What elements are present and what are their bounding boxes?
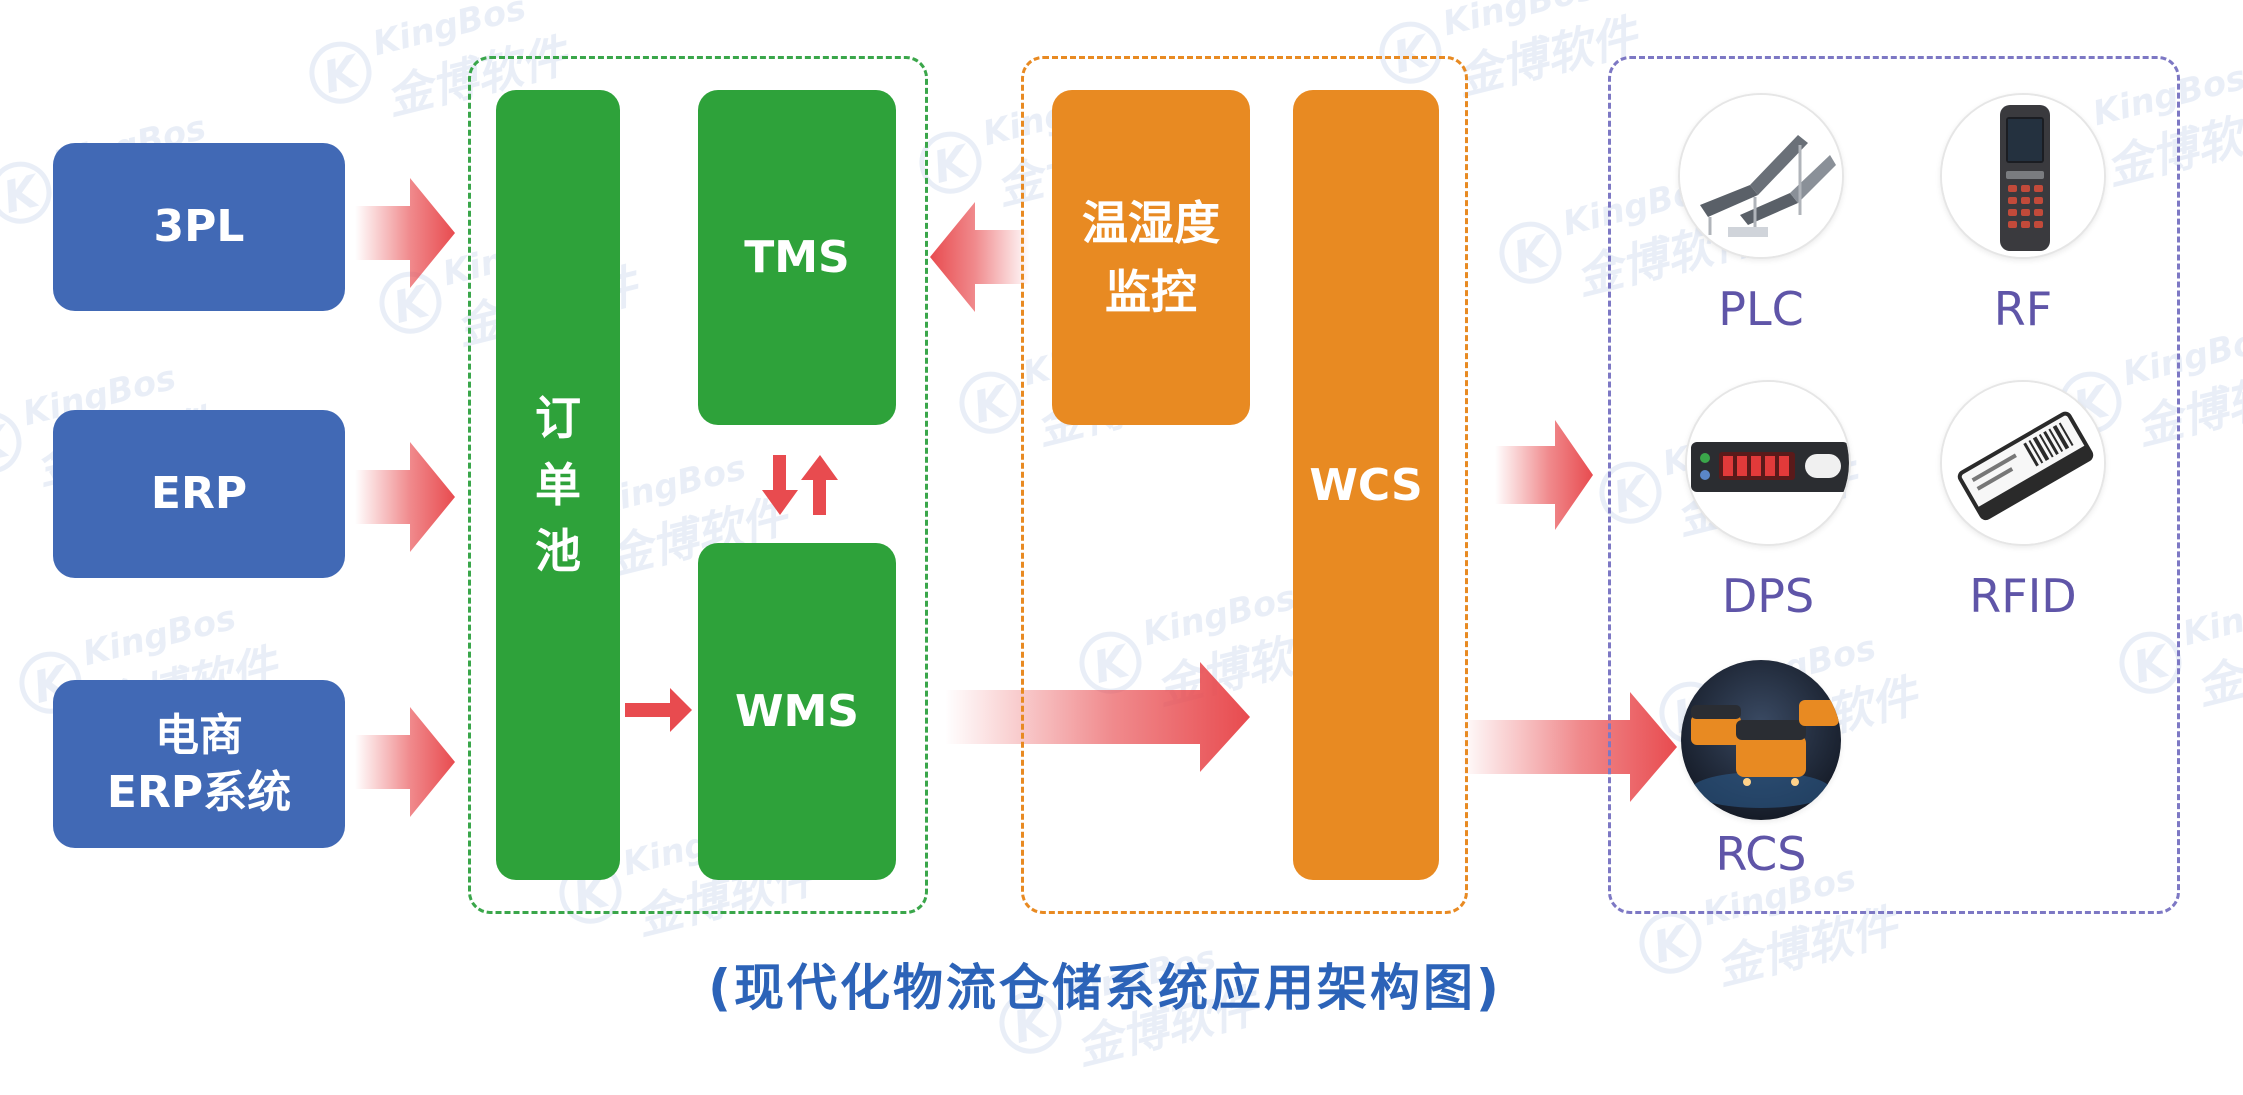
- source-erp-label: ERP: [150, 468, 248, 520]
- source-3pl: 3PL: [53, 143, 345, 311]
- devices-group: [1608, 56, 2180, 914]
- business-systems-group: [468, 56, 928, 914]
- rf-device: [1940, 93, 2106, 259]
- arrow-tms-wms-exchange: [762, 455, 838, 515]
- order-pool-char: 池: [535, 524, 581, 579]
- plc-device: [1678, 93, 1844, 259]
- arrow-wcs-to-rcs: [1460, 692, 1677, 802]
- order-pool-box: 订 单 池: [496, 90, 620, 880]
- arrow-ecommerce-to-pool: [355, 707, 455, 817]
- arrow-pool-to-wms: [625, 688, 692, 732]
- wcs-box: WCS: [1293, 90, 1439, 880]
- source-ecommerce-label-line2: ERP系统: [106, 767, 292, 818]
- temp-humidity-monitor-box: 温湿度 监控: [1052, 90, 1250, 425]
- temp-humidity-label-line2: 监控: [1105, 264, 1197, 319]
- robot-icon: [1681, 660, 1841, 820]
- digital-display-icon: [1687, 382, 1849, 544]
- arrow-erp-to-pool: [355, 442, 455, 552]
- control-systems-group: [1021, 56, 1468, 914]
- wms-box: WMS: [698, 543, 896, 880]
- dps-device: [1685, 380, 1851, 546]
- arrow-3pl-to-pool: [355, 178, 455, 288]
- source-ecommerce-erp: 电商 ERP系统: [53, 680, 345, 848]
- temp-humidity-label-line1: 温湿度: [1082, 195, 1220, 250]
- tms-label: TMS: [744, 232, 850, 283]
- wcs-label: WCS: [1309, 459, 1423, 511]
- rf-label: RF: [1993, 282, 2053, 336]
- dps-label: DPS: [1721, 569, 1815, 623]
- arrow-monitor-to-tms: [930, 202, 1030, 312]
- wms-label: WMS: [734, 686, 859, 737]
- plc-label: PLC: [1718, 282, 1804, 336]
- flow-arrows: [355, 178, 1677, 817]
- diagram-caption: (现代化物流仓储系统应用架构图): [708, 959, 1502, 1017]
- arrow-wms-to-wcs: [945, 662, 1250, 772]
- source-erp: ERP: [53, 410, 345, 578]
- source-3pl-label: 3PL: [153, 201, 245, 253]
- tms-box: TMS: [698, 90, 896, 425]
- rfid-device: [1940, 380, 2106, 546]
- rfid-label: RFID: [1969, 569, 2077, 623]
- order-pool-char: 订: [535, 390, 581, 445]
- arrow-wcs-to-devices: [1495, 420, 1593, 530]
- rfid-tag-icon: [1942, 382, 2104, 544]
- source-ecommerce-label-line1: 电商: [155, 709, 243, 761]
- rcs-device: [1681, 660, 1841, 820]
- order-pool-char: 单: [535, 457, 581, 512]
- conveyor-icon: [1680, 95, 1842, 257]
- handheld-scanner-icon: [1942, 95, 2104, 257]
- rcs-label: RCS: [1715, 827, 1807, 881]
